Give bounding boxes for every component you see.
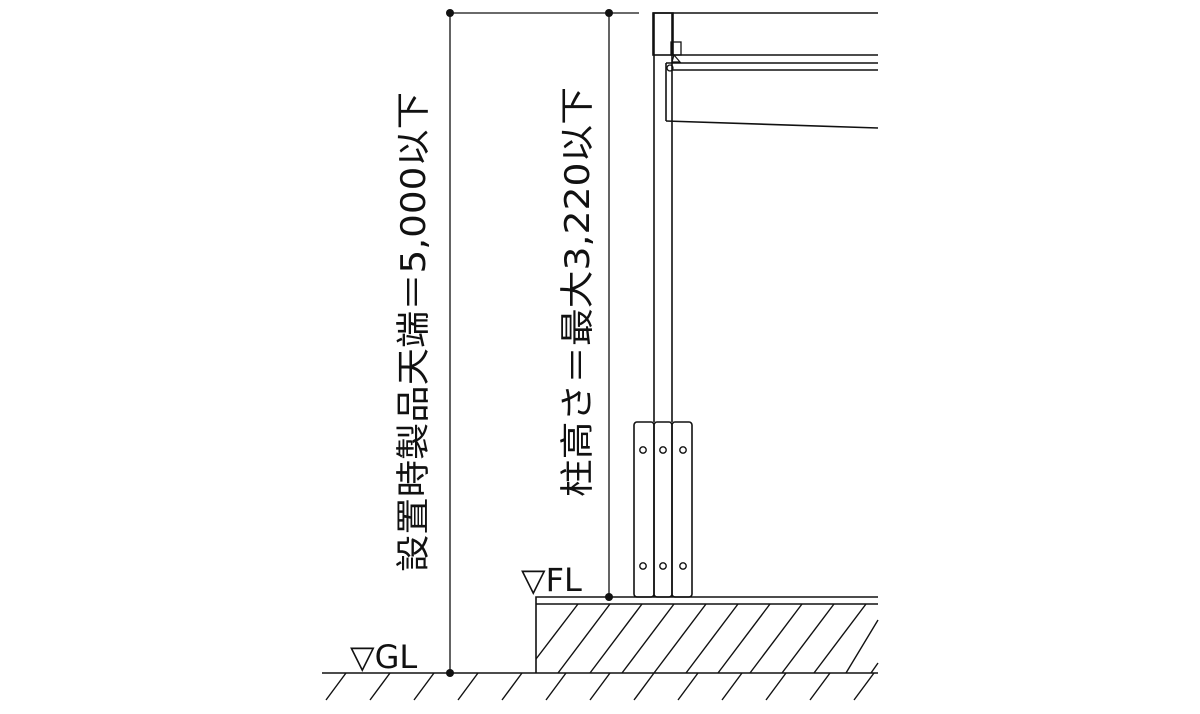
- base-bolts: [639, 446, 687, 570]
- post-base-cover: [633, 421, 693, 598]
- post-height-bottom-dot: [605, 593, 613, 601]
- dimension-dots: [446, 9, 613, 677]
- post-height-top-dot: [605, 9, 613, 17]
- total-height-top-dot: [446, 9, 454, 17]
- awning-canopy: [665, 63, 879, 129]
- total-height-label: 設置時製品天端＝5,000以下: [394, 92, 434, 572]
- ground-level-label: ▽GL: [350, 638, 417, 676]
- post: [653, 13, 673, 422]
- top-frame: [652, 12, 878, 72]
- ground-hatching: [325, 672, 875, 701]
- total-height-bottom-dot: [446, 669, 454, 677]
- floor-slab-hatching: [535, 603, 879, 674]
- diagram-lines: [322, 12, 879, 701]
- floor-slab-outline: [535, 596, 878, 673]
- floor-level-label: ▽FL: [521, 561, 582, 599]
- post-height-label: 柱高さ＝最大3,220以下: [558, 87, 598, 497]
